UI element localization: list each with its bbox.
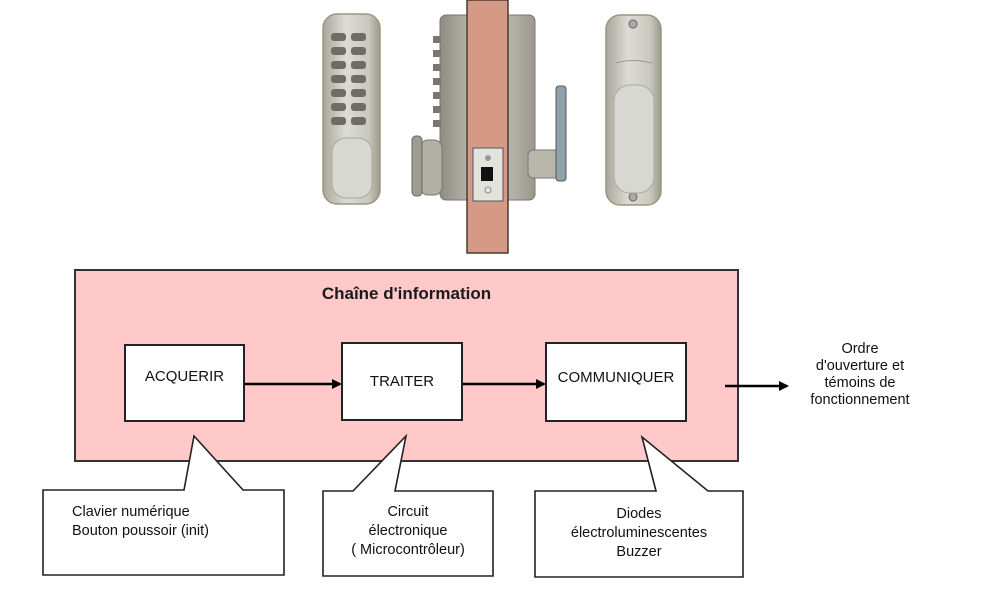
callout-acquerir xyxy=(42,434,285,576)
callout-traiter-text: Circuit électronique ( Microcontrôleur) xyxy=(323,503,493,560)
keypad-key xyxy=(351,103,366,111)
block-acquerir: ACQUERIR xyxy=(124,344,245,422)
keypad-key xyxy=(331,89,346,97)
side-key xyxy=(433,64,441,71)
callout-communiquer xyxy=(534,434,744,578)
block-acquerir-label: ACQUERIR xyxy=(144,367,225,385)
side-key xyxy=(433,50,441,57)
callout-communiquer-text: Diodes électroluminescentes Buzzer xyxy=(535,505,743,562)
block-traiter: TRAITER xyxy=(341,342,463,421)
keypad-key xyxy=(331,75,346,83)
lock-back-plate xyxy=(605,14,662,206)
callout-acquerir-text: Clavier numérique Bouton poussoir (init) xyxy=(72,503,209,541)
side-key xyxy=(433,120,441,127)
keypad-key xyxy=(331,117,346,125)
keypad-key xyxy=(331,47,346,55)
callout-line: Clavier numérique xyxy=(72,504,190,520)
callout-line: ( Microcontrôleur) xyxy=(351,542,465,558)
keypad-key xyxy=(351,47,366,55)
keypad-key xyxy=(351,33,366,41)
block-communiquer-label: COMMUNIQUER xyxy=(557,368,675,386)
keypad-key xyxy=(351,75,366,83)
output-line: témoins de xyxy=(824,375,896,391)
keypad-key xyxy=(331,33,346,41)
callout-line: Buzzer xyxy=(616,544,662,560)
side-key xyxy=(433,106,441,113)
side-key xyxy=(433,78,441,85)
block-traiter-label: TRAITER xyxy=(369,373,435,390)
callout-line: Bouton poussoir (init) xyxy=(72,523,210,539)
side-key xyxy=(433,92,441,99)
callout-line: électroluminescentes xyxy=(570,525,708,541)
door-section xyxy=(466,0,509,254)
side-key xyxy=(433,36,441,43)
digicode-lock-photo xyxy=(322,0,662,254)
output-line: fonctionnement xyxy=(810,392,910,408)
keypad-key xyxy=(351,61,366,69)
keypad-key xyxy=(331,61,346,69)
callout-line: Diodes xyxy=(616,506,662,522)
keypad-key xyxy=(351,89,366,97)
block-communiquer: COMMUNIQUER xyxy=(545,342,687,422)
keypad-front-plate xyxy=(322,13,381,205)
callout-line: électronique xyxy=(368,523,448,539)
chain-title: Chaîne d'information xyxy=(321,284,492,303)
output-line: Ordre xyxy=(841,341,879,357)
callout-line: Circuit xyxy=(387,504,429,520)
output-line: d'ouverture et xyxy=(815,358,905,374)
keypad-key xyxy=(351,117,366,125)
output-label: Ordre d'ouverture et témoins de fonction… xyxy=(760,341,960,409)
keypad-key xyxy=(331,103,346,111)
callout-traiter xyxy=(322,433,494,577)
